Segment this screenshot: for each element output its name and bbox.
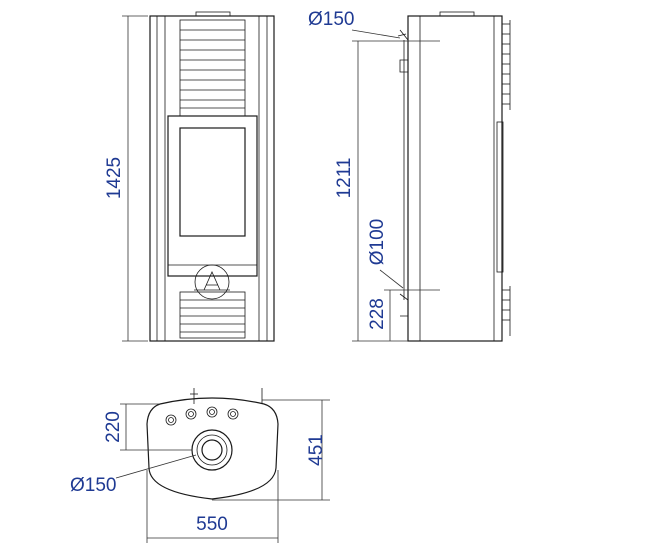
side-view: Ø150 1211 Ø100 228: [308, 9, 511, 342]
top-depth-offset-dimension: 220: [103, 403, 192, 451]
top-flue-diameter-label: Ø150: [70, 475, 116, 496]
side-flue-height-dimension: 1211: [334, 40, 440, 341]
top-depth-dimension: 451: [212, 399, 330, 501]
top-depth-offset-label: 220: [103, 411, 124, 443]
front-height-label: 1425: [104, 157, 125, 199]
side-inlet-diameter-label: Ø100: [367, 219, 388, 265]
side-inlet-diameter-dimension: Ø100: [367, 219, 404, 289]
top-width-label: 550: [196, 514, 228, 535]
side-flue-diameter-label: Ø150: [308, 9, 354, 30]
top-flue-diameter-dimension: Ø150: [70, 454, 197, 496]
side-inlet-height-dimension: 228: [352, 289, 440, 342]
side-flue-diameter-dimension: Ø150: [308, 9, 401, 39]
front-view: 1425: [104, 11, 275, 342]
side-flue-height-label: 1211: [334, 158, 355, 199]
front-height-dimension: 1425: [104, 15, 148, 342]
side-inlet-height-label: 228: [367, 298, 388, 330]
top-width-dimension: 550: [146, 470, 279, 543]
top-view: 220 Ø150 451 550: [70, 388, 330, 543]
top-depth-label: 451: [306, 434, 327, 466]
